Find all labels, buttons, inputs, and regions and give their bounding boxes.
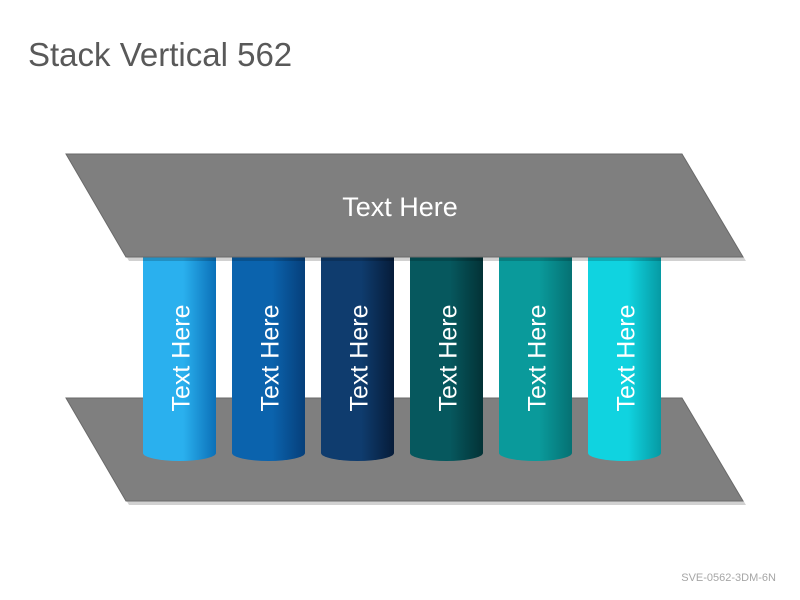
- pillar-body: [410, 257, 483, 461]
- top-slab: Text Here: [65, 153, 746, 261]
- top-slab-label[interactable]: Text Here: [342, 192, 458, 222]
- pillar-body: [499, 257, 572, 461]
- pillar-label[interactable]: Text Here: [257, 305, 285, 412]
- pillar-label[interactable]: Text Here: [168, 305, 196, 412]
- pillar-label[interactable]: Text Here: [346, 305, 374, 412]
- pillar-body: [143, 257, 216, 461]
- pillar-body: [588, 257, 661, 461]
- pillar-5: Text Here: [499, 257, 572, 461]
- slide-code: SVE-0562-3DM-6N: [681, 572, 776, 584]
- pillar-6: Text Here: [588, 257, 661, 461]
- pillar-3: Text Here: [321, 257, 394, 461]
- pillar-label[interactable]: Text Here: [435, 305, 463, 412]
- pillar-label[interactable]: Text Here: [524, 305, 552, 412]
- pillars-group: Text Here Text Here Text Here Text Here Text…: [143, 257, 661, 461]
- pillar-2: Text Here: [232, 257, 305, 461]
- pillar-4: Text Here: [410, 257, 483, 461]
- pillar-body: [232, 257, 305, 461]
- pillar-body: [321, 257, 394, 461]
- pillar-1: Text Here: [143, 257, 216, 461]
- pillar-label[interactable]: Text Here: [613, 305, 641, 412]
- page-title: Stack Vertical 562: [28, 36, 293, 73]
